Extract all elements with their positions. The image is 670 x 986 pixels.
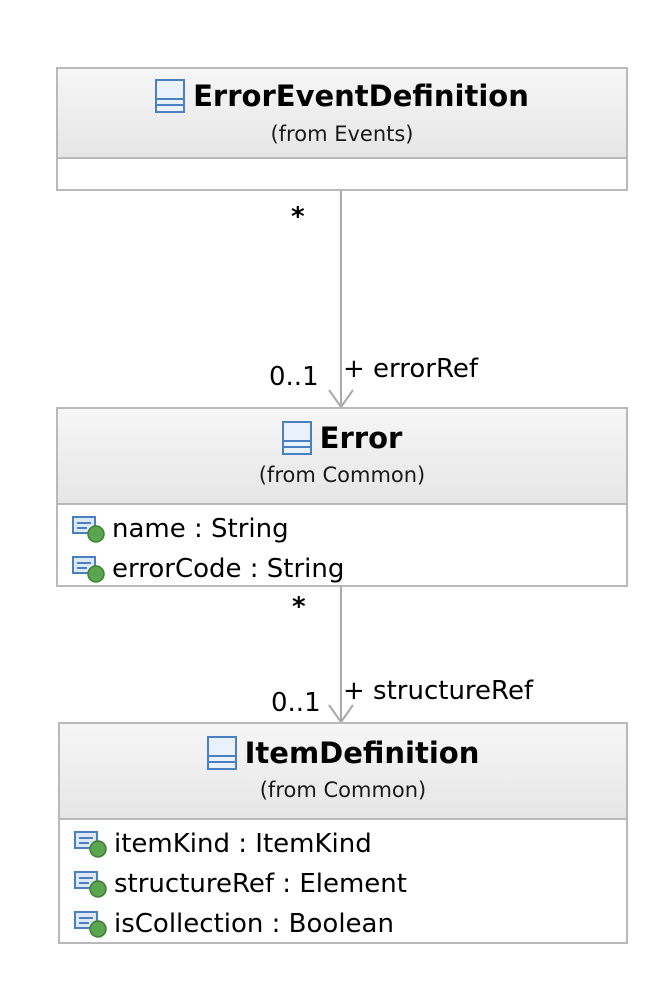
class-attributes-compartment: itemKind : ItemKind structureRef : Eleme… [60, 820, 626, 944]
class-icon [155, 79, 186, 113]
class-attributes-compartment: name : String errorCode : String [58, 505, 626, 589]
class-error[interactable]: Error (from Common) name : String errorC… [56, 407, 628, 587]
class-icon [281, 421, 312, 455]
class-package: (from Common) [258, 463, 426, 487]
attribute-row[interactable]: isCollection : Boolean [74, 904, 626, 944]
role-label: + errorRef [343, 354, 479, 384]
class-error-event-definition[interactable]: ErrorEventDefinition (from Events) [56, 67, 628, 191]
attribute-icon [74, 831, 107, 858]
class-package: (from Common) [259, 778, 427, 802]
attribute-icon [72, 516, 105, 543]
target-multiplicity: 0..1 [271, 688, 321, 718]
attribute-row[interactable]: itemKind : ItemKind [74, 824, 626, 864]
role-label: + structureRef [343, 676, 534, 706]
attribute-icon [72, 556, 105, 583]
attribute-icon [74, 871, 107, 898]
attribute-icon [74, 911, 107, 938]
class-name: Error [319, 421, 403, 455]
attribute-text: isCollection : Boolean [114, 909, 394, 939]
target-multiplicity: 0..1 [269, 362, 319, 392]
attribute-text: structureRef : Element [114, 869, 407, 899]
source-multiplicity: * [291, 202, 305, 232]
attribute-row[interactable]: errorCode : String [72, 549, 626, 589]
attribute-text: errorCode : String [112, 554, 345, 584]
attribute-text: name : String [112, 514, 289, 544]
attribute-row[interactable]: structureRef : Element [74, 864, 626, 904]
class-header: ErrorEventDefinition (from Events) [58, 69, 626, 159]
attribute-row[interactable]: name : String [72, 509, 626, 549]
source-multiplicity: * [292, 592, 306, 622]
class-package: (from Events) [270, 122, 414, 146]
class-name: ErrorEventDefinition [193, 79, 529, 113]
class-icon [206, 736, 237, 770]
class-item-definition[interactable]: ItemDefinition (from Common) itemKind : … [58, 722, 628, 944]
class-header: ItemDefinition (from Common) [60, 724, 626, 820]
class-name: ItemDefinition [244, 736, 480, 770]
class-header: Error (from Common) [58, 409, 626, 505]
attribute-text: itemKind : ItemKind [114, 829, 372, 859]
